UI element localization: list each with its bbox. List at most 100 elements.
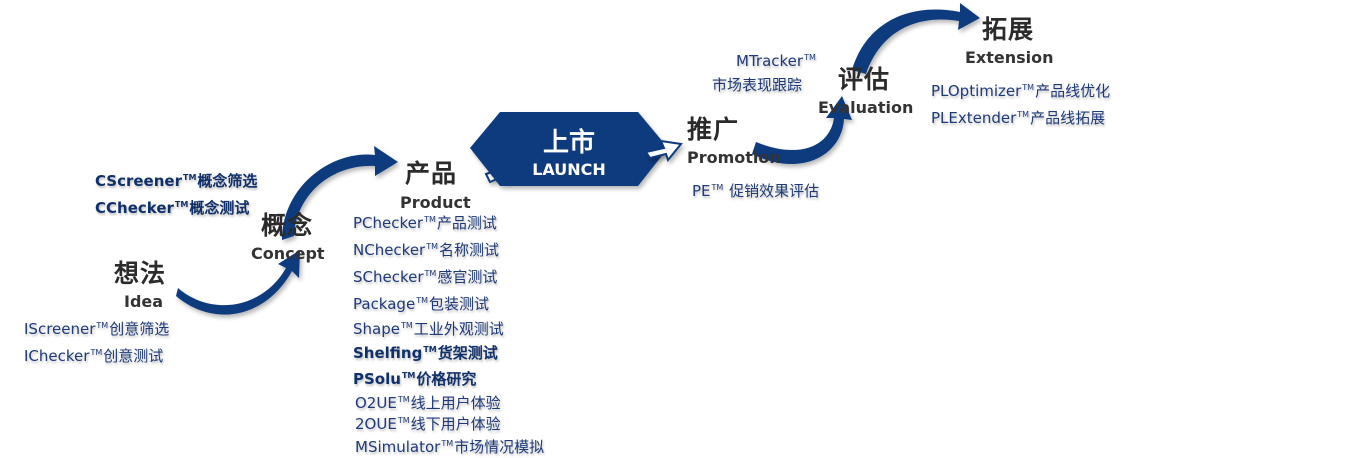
tool-desc: 概念筛选 <box>197 172 258 190</box>
tool-item: ShelfingTM货架测试 <box>353 339 544 364</box>
tool-name: Package <box>353 295 416 313</box>
trademark: TM <box>174 200 189 209</box>
extension-title-cn: 拓展 <box>982 15 1035 44</box>
concept-title-en: Concept <box>251 244 325 263</box>
trademark: TM <box>400 321 413 330</box>
trademark: TM <box>397 416 410 425</box>
tool-name: MSimulator <box>355 438 441 456</box>
tool-desc: 名称测试 <box>439 241 500 259</box>
tool-item: NCheckerTM名称测试 <box>353 235 544 262</box>
flow-arrow-concept-product <box>282 146 398 240</box>
tool-name: NChecker <box>353 241 426 259</box>
tool-item: O2UETM线上用户体验 <box>355 391 544 412</box>
tool-desc: 创意筛选 <box>109 320 170 338</box>
launch-title-en: LAUNCH <box>532 160 606 179</box>
tool-name: MTracker <box>736 52 804 70</box>
flow-arrow-promotion-evaluation <box>752 96 852 165</box>
tool-desc: 产品线拓展 <box>1030 109 1106 127</box>
tool-desc: 市场表现跟踪 <box>712 76 803 94</box>
tool-name: IScreener <box>24 320 96 338</box>
tool-name: CChecker <box>95 199 174 217</box>
tool-item: 2OUETM线下用户体验 <box>355 412 544 433</box>
tool-item: PLOptimizerTM产品线优化 <box>931 76 1110 103</box>
trademark: TM <box>90 348 103 357</box>
promotion-title-en: Promotion <box>687 148 781 167</box>
tool-name: Shape <box>353 320 400 338</box>
tool-name: PChecker <box>353 214 424 232</box>
trademark: TM <box>804 53 816 62</box>
extension-title-en: Extension <box>965 48 1054 67</box>
tool-name: SChecker <box>353 268 424 286</box>
launch-hexagon <box>470 112 668 186</box>
tool-desc: 创意测试 <box>103 347 164 365</box>
tool-desc: 线上用户体验 <box>410 394 501 412</box>
tool-desc: 产品测试 <box>436 214 497 232</box>
concept-title-cn: 概念 <box>261 211 314 240</box>
trademark: TM <box>424 269 437 278</box>
tool-name: Shelfing <box>353 344 423 362</box>
tool-item: ICheckerTM创意测试 <box>24 341 169 368</box>
product-tool-list: PCheckerTM产品测试 NCheckerTM名称测试 SCheckerTM… <box>353 208 544 458</box>
tool-desc: 促销效果评估 <box>729 182 820 200</box>
trademark: TM <box>426 242 439 251</box>
tool-name: PSolu <box>353 370 401 388</box>
tool-desc: 价格研究 <box>416 370 477 388</box>
trademark: TM <box>711 183 724 192</box>
flow-graphic <box>176 3 980 315</box>
tool-desc: 货架测试 <box>437 344 498 362</box>
tool-name: 2OUE <box>355 415 397 433</box>
trademark: TM <box>1022 83 1035 92</box>
idea-title-en: Idea <box>124 292 164 311</box>
evaluation-title-cn: 评估 <box>838 65 891 94</box>
evaluation-tool-list: MTrackerTM 市场表现跟踪 <box>712 46 817 97</box>
product-title-en: Product <box>400 193 471 212</box>
extension-tool-list: PLOptimizerTM产品线优化 PLExtenderTM产品线拓展 <box>931 76 1110 130</box>
product-lifecycle-diagram: 想法 Idea IScreenerTM创意筛选 ICheckerTM创意测试 概… <box>24 3 1110 456</box>
tool-name: CScreener <box>95 172 182 190</box>
tool-desc: 产品线优化 <box>1035 82 1111 100</box>
trademark: TM <box>441 439 454 448</box>
tool-desc: 市场情况模拟 <box>454 438 545 456</box>
idea-tool-list: IScreenerTM创意筛选 ICheckerTM创意测试 <box>24 314 169 368</box>
trademark: TM <box>397 395 410 404</box>
promotion-title-cn: 推广 <box>687 115 740 144</box>
tool-desc: 包装测试 <box>428 295 489 313</box>
trademark: TM <box>96 321 109 330</box>
concept-tool-list: CScreenerTM概念筛选 CCheckerTM概念测试 <box>95 166 257 220</box>
tool-item: PETM 促销效果评估 <box>692 176 819 203</box>
promotion-tool-list: PETM 促销效果评估 <box>692 176 819 203</box>
flow-arrow-launch-promotion <box>644 139 683 163</box>
tool-item: MTrackerTM <box>712 46 817 73</box>
flow-arrow-idea-concept <box>176 250 300 315</box>
trademark: TM <box>401 371 416 380</box>
trademark: TM <box>423 345 437 354</box>
tool-item: PSoluTM价格研究 <box>353 364 544 391</box>
tool-item-desc: 市场表现跟踪 <box>712 73 817 97</box>
tool-desc: 概念测试 <box>189 199 250 217</box>
tool-name: PLOptimizer <box>931 82 1022 100</box>
trademark: TM <box>1017 110 1030 119</box>
tool-item: PCheckerTM产品测试 <box>353 208 544 235</box>
tool-item: CScreenerTM概念筛选 <box>95 166 257 193</box>
tool-name: IChecker <box>24 347 90 365</box>
tool-name: PLExtender <box>931 109 1017 127</box>
product-title-cn: 产品 <box>405 159 458 188</box>
launch-title-cn: 上市 <box>542 128 595 158</box>
tool-item: PackageTM包装测试 <box>353 289 544 316</box>
trademark: TM <box>182 173 197 182</box>
trademark: TM <box>424 215 436 224</box>
trademark: TM <box>416 296 428 305</box>
tool-desc: 感官测试 <box>437 268 498 286</box>
tool-desc: 线下用户体验 <box>410 415 501 433</box>
idea-title-cn: 想法 <box>114 259 167 288</box>
tool-item: PLExtenderTM产品线拓展 <box>931 103 1110 130</box>
tool-item: SCheckerTM感官测试 <box>353 262 544 289</box>
evaluation-title-en: Evaluation <box>818 98 914 117</box>
flow-arrow-evaluation-extension <box>852 3 980 74</box>
tool-item: ShapeTM工业外观测试 <box>353 316 544 339</box>
tool-item: IScreenerTM创意筛选 <box>24 314 169 341</box>
tool-item: CCheckerTM概念测试 <box>95 193 257 220</box>
tool-name: O2UE <box>355 394 397 412</box>
tool-name: PE <box>692 182 711 200</box>
tool-desc: 工业外观测试 <box>413 320 504 338</box>
